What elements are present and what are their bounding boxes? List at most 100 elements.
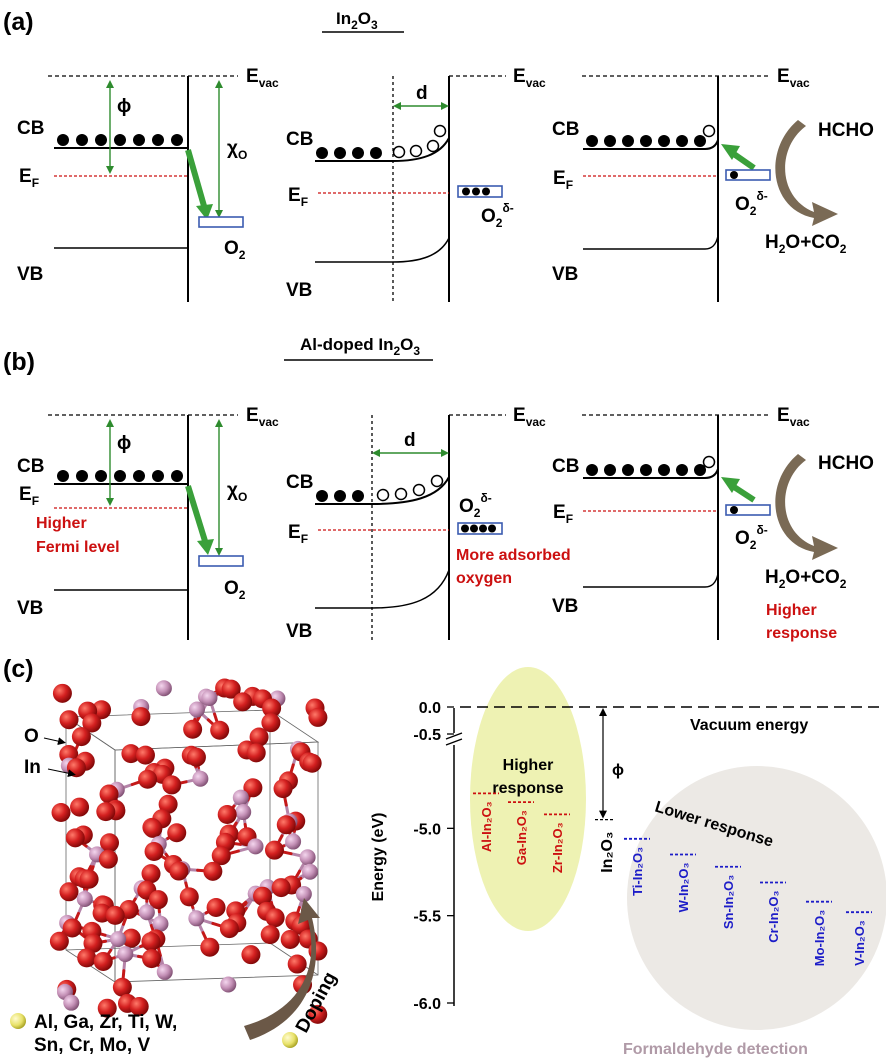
o2-label: O2 — [224, 238, 246, 262]
panel-a-label: (a) — [3, 8, 34, 36]
band-diagram-b2: Evac d CB EF VB O2δ- More adsorbed oxyge… — [286, 405, 571, 642]
cb-label: CB — [286, 472, 313, 493]
cb-bent — [315, 137, 450, 162]
y-tick-label: -5.0 — [413, 821, 441, 838]
panel-b-label: (b) — [3, 348, 35, 376]
band-diagram-b1: Evac CB EF VB ϕ χO O2 Higher Fermi level — [17, 405, 279, 640]
lower-response-ellipse — [627, 766, 886, 1030]
dopants-line-2: Sn, Cr, Mo, V — [34, 1035, 150, 1056]
dopant-atom-icon — [282, 1032, 298, 1048]
title-a-sub1: 2 — [351, 18, 358, 32]
adsorbed-o2-box — [725, 169, 771, 181]
band-diagram-a3: Evac CB EF VB O2δ- HCHO H2O+CO2 — [552, 66, 874, 302]
more-adsorbed-text-2: oxygen — [456, 570, 512, 587]
vacuum-energy-label: Vacuum energy — [690, 717, 808, 734]
reaction-arrow — [775, 120, 838, 226]
panel-b: (b) Al-doped In2O3 Evac CB EF VB ϕ χO — [3, 335, 874, 642]
chi-label: χO — [227, 480, 247, 504]
in-atom-label: In — [24, 757, 41, 778]
ef-label: EF — [288, 522, 308, 546]
o2-label: O2 — [224, 578, 246, 602]
ef-label: EF — [553, 502, 573, 526]
o2-ion-label: O2δ- — [735, 189, 768, 218]
cb-label: CB — [286, 129, 313, 150]
ef-label: EF — [19, 484, 39, 508]
y-tick-label: -5.5 — [413, 909, 441, 926]
higher-response-text-1: Higher — [766, 602, 817, 619]
doped-level-label: Ti-In₂O₃ — [630, 847, 645, 896]
y-axis-ticks: 0.0 -0.5 -5.0 -5.5 -6.0 — [413, 700, 454, 1013]
evac-label: Evac — [777, 66, 810, 90]
cb-electrons — [316, 124, 447, 159]
panel-c-label: (c) — [3, 655, 34, 683]
doped-level-label: Mo-In₂O₃ — [812, 910, 827, 967]
evac-label: Evac — [246, 405, 279, 429]
product-label: H2O+CO2 — [765, 567, 847, 591]
doped-level-label: Al-In₂O₃ — [479, 801, 494, 852]
cb-electrons — [57, 470, 183, 482]
higher-response-text-2: response — [492, 780, 563, 797]
band-diagram-a2: Evac d CB EF VB O2δ- — [286, 66, 546, 302]
electron-transfer-arrow — [185, 149, 207, 207]
cb-label: CB — [17, 456, 44, 477]
vb-line — [583, 235, 719, 250]
ef-label: EF — [19, 166, 39, 190]
doped-level-label: Sn-In₂O₃ — [721, 875, 736, 929]
phi-label: ϕ — [117, 433, 131, 454]
dopant-atom-icon — [10, 1013, 26, 1029]
o-atom-label: O — [24, 726, 39, 747]
band-diagram-b3: Evac CB EF VB O2δ- HCHO H2O+CO2 Higher r… — [552, 405, 874, 642]
y-axis-label: Energy (eV) — [370, 813, 387, 902]
vb-label: VB — [17, 598, 43, 619]
hcho-label: HCHO — [818, 453, 874, 474]
y-tick-label: -6.0 — [413, 996, 441, 1013]
energy-chart: 0.0 -0.5 -5.0 -5.5 -6.0 Energy (eV) Vacuum e… — [370, 667, 886, 1058]
band-diagram-a1: Evac CB EF VB ϕ χO O2 — [17, 66, 279, 302]
doped-level-label: Cr-In₂O₃ — [766, 890, 781, 942]
svg-text:In2O3: In2O3 — [336, 9, 378, 32]
o2-ion-label: O2δ- — [481, 201, 514, 230]
doped-levels: Al-In₂O₃ Ga-In₂O₃ Zr-In₂O₃ Ti-In₂O₃ W-In₂O₃ S… — [473, 792, 872, 967]
doped-level-label: Zr-In₂O₃ — [550, 822, 565, 873]
formaldehyde-detection-caption: Formaldehyde detection — [623, 1041, 808, 1058]
y-tick-label: -0.5 — [413, 727, 441, 744]
evac-label: Evac — [513, 66, 546, 90]
cb-label: CB — [552, 119, 579, 140]
y-tick-label: 0.0 — [419, 700, 441, 717]
cb-line — [583, 139, 719, 150]
panel-b-title: Al-doped In2O3 — [284, 335, 433, 361]
vb-label: VB — [286, 280, 312, 301]
crystal-structure — [49, 678, 328, 1024]
doped-level-label: V-In₂O₃ — [852, 920, 867, 966]
higher-fermi-text-1: Higher — [36, 515, 87, 532]
doped-level-label: Ga-In₂O₃ — [514, 810, 529, 865]
dopants-line-1: Al, Ga, Zr, Ti, W, — [34, 1012, 177, 1033]
ef-label: EF — [553, 168, 573, 192]
doping-arrow — [244, 898, 320, 1040]
cb-electrons — [57, 134, 183, 146]
title-a-sub2: 3 — [371, 18, 378, 32]
o2-ion-label: O2δ- — [735, 523, 768, 552]
higher-response-text-1: Higher — [503, 757, 554, 774]
phi-label: ϕ — [612, 762, 624, 779]
cb-label: CB — [17, 118, 44, 139]
doped-level-label: W-In₂O₃ — [676, 863, 691, 913]
vb-label: VB — [552, 596, 578, 617]
evac-label: Evac — [246, 66, 279, 90]
cb-electrons — [586, 124, 716, 147]
o2-level-box — [198, 216, 244, 228]
cb-label: CB — [552, 456, 579, 477]
ef-label: EF — [288, 185, 308, 209]
in2o3-label: In₂O₃ — [599, 832, 616, 873]
higher-fermi-text-2: Fermi level — [36, 539, 120, 556]
vb-bent — [315, 237, 450, 263]
cb-electrons — [316, 474, 444, 502]
evac-label: Evac — [777, 405, 810, 429]
vb-label: VB — [552, 264, 578, 285]
title-a-o: O — [358, 9, 371, 28]
chi-label: χO — [227, 138, 247, 162]
panel-a-title: In2O3 — [322, 9, 404, 33]
o2-ion-label: O2δ- — [459, 491, 492, 520]
hcho-label: HCHO — [818, 120, 874, 141]
